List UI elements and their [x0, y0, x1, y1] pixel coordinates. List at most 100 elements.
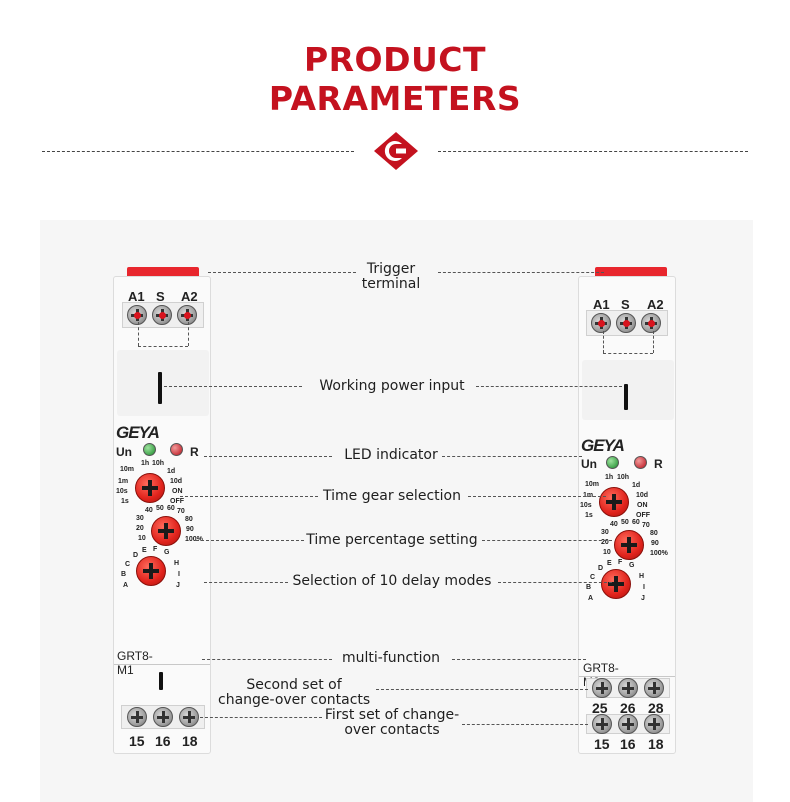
- led-red-icon: [634, 456, 647, 469]
- leader-line: [188, 322, 189, 346]
- scale-label: 10s: [580, 502, 592, 509]
- device-body: [578, 276, 676, 754]
- brand-logo-icon: [374, 132, 418, 170]
- callout-multi-function: multi-function: [341, 650, 441, 666]
- delay-mode-knob[interactable]: [601, 569, 631, 599]
- time-percentage-knob[interactable]: [151, 516, 181, 546]
- callout-text: Second set of: [246, 677, 342, 693]
- scale-label: G: [629, 562, 635, 569]
- scale-label: 1m: [583, 492, 594, 499]
- din-slot: [159, 672, 163, 690]
- terminal-label-a1: A1: [593, 297, 610, 312]
- delay-mode-knob[interactable]: [136, 556, 166, 586]
- scale-label: J: [176, 582, 180, 589]
- scale-label: G: [164, 549, 170, 556]
- scale-label: 1h: [141, 460, 150, 467]
- screw-icon: [591, 313, 611, 333]
- callout-text: First set of change-: [324, 707, 460, 723]
- scale-label: ON: [637, 502, 648, 509]
- callout-delay-modes: Selection of 10 delay modes: [292, 573, 492, 589]
- time-gear-knob[interactable]: [599, 487, 629, 517]
- scale-label: 50: [156, 505, 164, 512]
- screw-icon: [592, 678, 612, 698]
- terminal-label-a2: A2: [647, 297, 664, 312]
- callout-text: Trigger: [366, 261, 416, 277]
- callout-second-contacts: Second set of change-over contacts: [218, 678, 370, 708]
- scale-label: 10: [138, 535, 146, 542]
- scale-label: F: [618, 559, 623, 566]
- scale-label: 10m: [120, 466, 135, 473]
- scale-label: 70: [177, 508, 185, 515]
- scale-label: 10m: [585, 481, 600, 488]
- scale-label: 70: [642, 522, 650, 529]
- scale-label: H: [639, 573, 645, 580]
- scale-label: 100%: [650, 550, 668, 557]
- led-label-un: Un: [581, 457, 597, 471]
- screw-icon: [618, 714, 638, 734]
- scale-label: 10d: [636, 492, 649, 499]
- scale-label: B: [586, 584, 592, 591]
- leader-line: [653, 331, 654, 353]
- scale-label: 90: [186, 526, 194, 533]
- divider-right: [438, 151, 748, 152]
- leader-line: [202, 659, 332, 660]
- divider-left: [42, 151, 354, 152]
- led-red-icon: [170, 443, 183, 456]
- scale-label: 10h: [152, 460, 165, 467]
- screw-icon: [179, 707, 199, 727]
- terminal-label-s: S: [621, 297, 630, 312]
- terminal-label-15: 15: [594, 736, 610, 752]
- leader-line: [442, 456, 582, 457]
- leader-line: [476, 386, 622, 387]
- callout-time-percentage-setting: Time percentage setting: [306, 532, 478, 548]
- screw-icon: [592, 714, 612, 734]
- callout-text: over contacts: [344, 722, 440, 738]
- scale-label: 1d: [167, 468, 176, 475]
- leader-line: [138, 346, 188, 347]
- terminal-label-18: 18: [182, 733, 198, 749]
- din-slot: [158, 372, 162, 404]
- leader-line: [200, 717, 322, 718]
- scale-label: C: [590, 574, 596, 581]
- callout-text: terminal: [361, 276, 421, 292]
- screw-icon: [644, 714, 664, 734]
- scale-label: D: [598, 565, 604, 572]
- terminal-label-15: 15: [129, 733, 145, 749]
- scale-label: H: [174, 560, 180, 567]
- screw-icon: [616, 313, 636, 333]
- led-green-icon: [606, 456, 619, 469]
- scale-label: A: [123, 582, 129, 589]
- scale-label: A: [588, 595, 594, 602]
- scale-label: 90: [651, 540, 659, 547]
- terminal-label-16: 16: [155, 733, 171, 749]
- leader-line: [603, 331, 604, 353]
- leader-line: [138, 322, 139, 346]
- scale-label: 1m: [118, 478, 129, 485]
- led-label-un: Un: [116, 445, 132, 459]
- scale-label: 1s: [121, 498, 129, 505]
- brand-logo: GEYA: [116, 423, 160, 442]
- callout-working-power-input: Working power input: [319, 378, 465, 394]
- terminal-label-18: 18: [648, 736, 664, 752]
- callout-time-gear-selection: Time gear selection: [323, 488, 461, 504]
- led-label-r: R: [190, 445, 199, 459]
- scale-label: 20: [601, 539, 609, 546]
- time-gear-knob[interactable]: [135, 473, 165, 503]
- leader-line: [468, 496, 606, 497]
- scale-label: E: [607, 560, 612, 567]
- scale-label: 1s: [585, 512, 593, 519]
- divider: [114, 664, 210, 665]
- screw-icon: [618, 678, 638, 698]
- brand-logo: GEYA: [581, 436, 625, 455]
- scale-label: 30: [601, 529, 609, 536]
- leader-line: [498, 582, 612, 583]
- scale-label: B: [121, 571, 127, 578]
- terminal-label-a2: A2: [181, 289, 198, 304]
- callout-led-indicator: LED indicator: [344, 447, 438, 463]
- scale-label: I: [178, 571, 180, 578]
- screw-icon: [644, 678, 664, 698]
- screw-icon: [641, 313, 661, 333]
- terminal-label-16: 16: [620, 736, 636, 752]
- time-percentage-knob[interactable]: [614, 530, 644, 560]
- led-label-r: R: [654, 457, 663, 471]
